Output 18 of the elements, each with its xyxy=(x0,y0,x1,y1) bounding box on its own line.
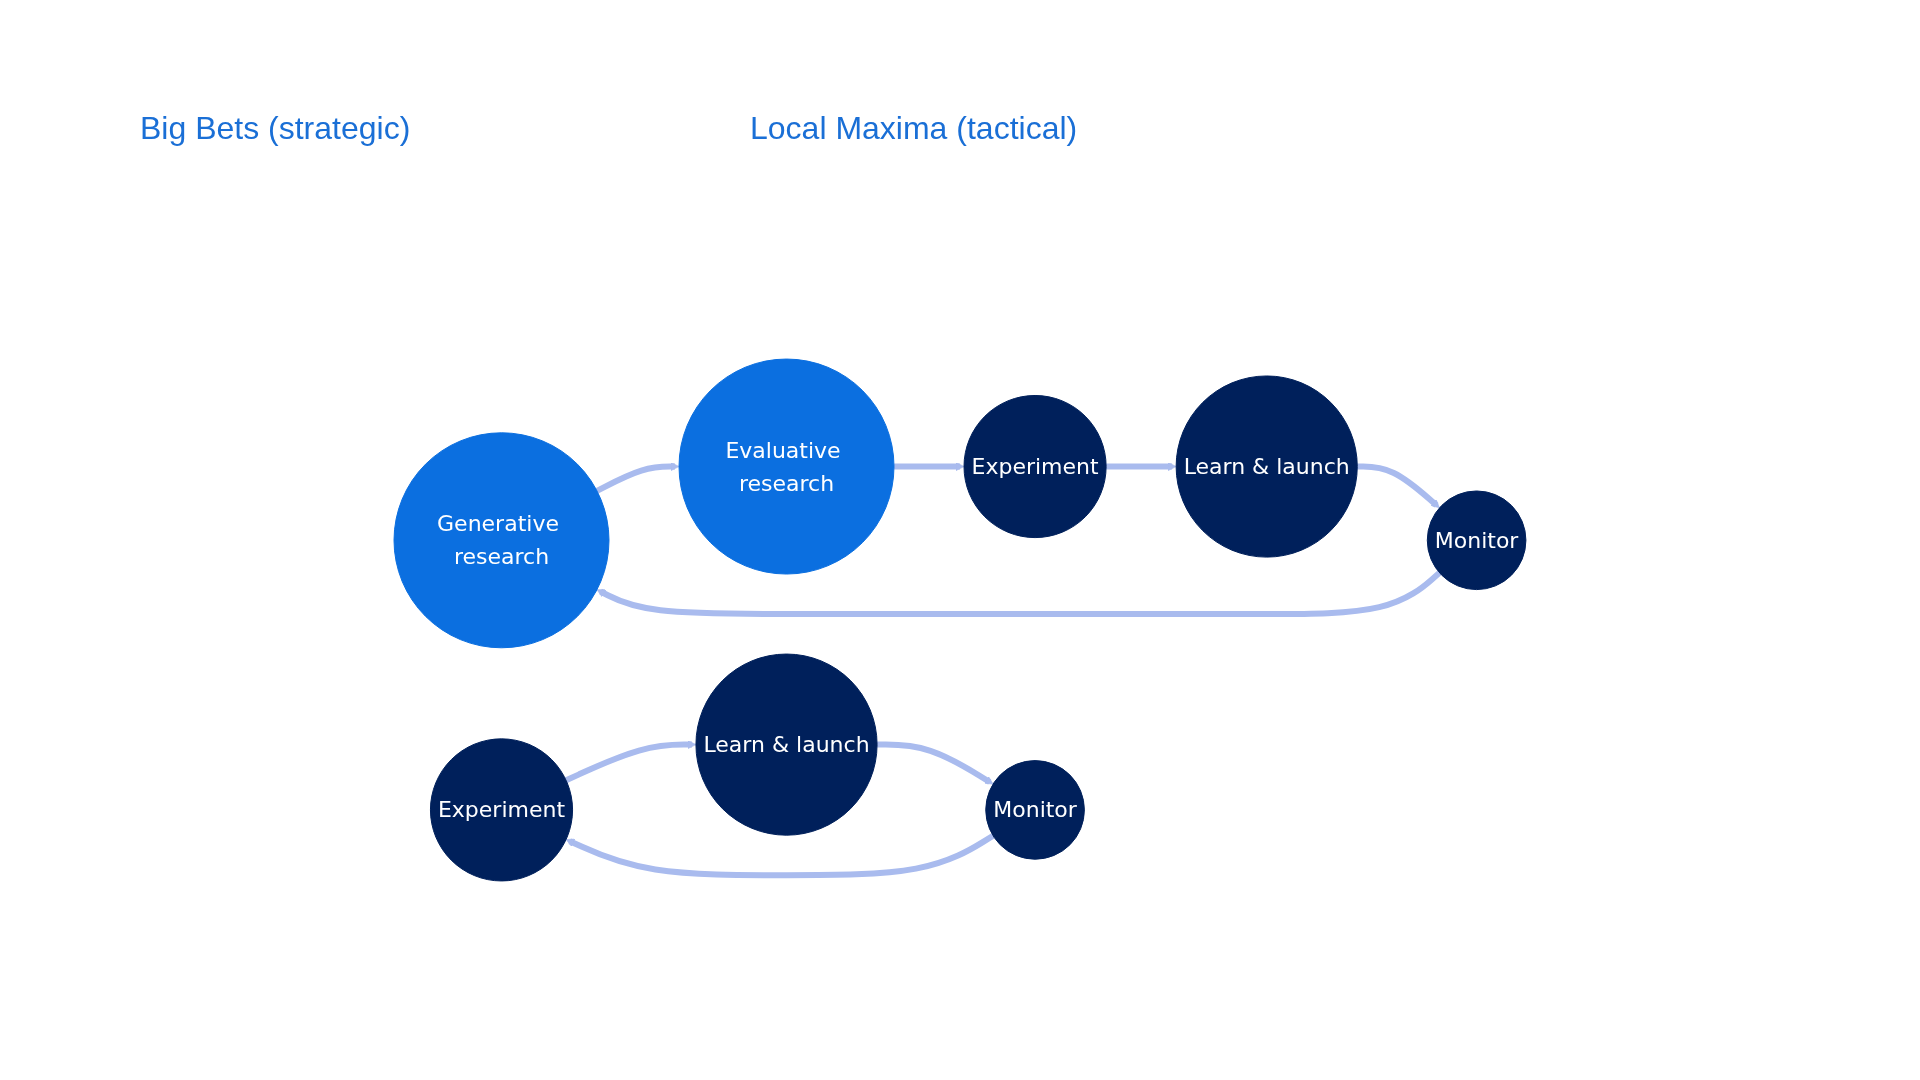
arrow xyxy=(596,570,1442,618)
node-circle: Experiment xyxy=(429,738,574,882)
node-circle: Monitor xyxy=(1426,490,1527,591)
arrow xyxy=(564,740,697,784)
arrow xyxy=(1106,462,1177,471)
node-circle: Learn & launch xyxy=(1175,375,1358,558)
node-circle: Experiment xyxy=(963,394,1107,539)
arrow xyxy=(565,833,995,879)
node-circle: Learn & launch xyxy=(695,653,878,836)
node-circle: Evaluative research xyxy=(678,358,895,575)
arrow xyxy=(877,741,994,785)
section-heading: Big Bets (strategic) xyxy=(140,110,411,147)
node-circle: Monitor xyxy=(985,760,1085,860)
arrow xyxy=(894,462,965,471)
section-heading: Local Maxima (tactical) xyxy=(750,110,1078,147)
arrow xyxy=(1357,463,1440,509)
node-circle: Generative research xyxy=(393,432,610,649)
arrow xyxy=(595,462,680,494)
